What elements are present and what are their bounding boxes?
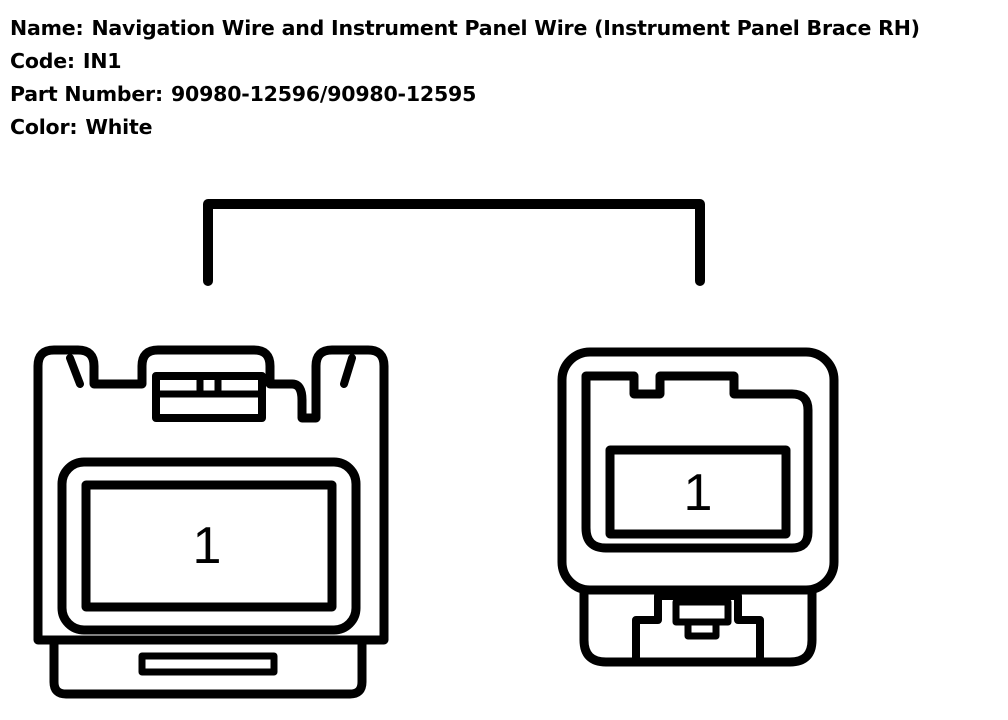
part-number-row: Part Number: 90980-12596/90980-12595	[10, 78, 920, 111]
left-connector-base	[49, 635, 367, 699]
name-row: Name: Navigation Wire and Instrument Pane…	[10, 12, 920, 45]
name-value: Navigation Wire and Instrument Panel Wir…	[91, 16, 920, 40]
color-row: Color: White	[10, 111, 920, 144]
code-value: IN1	[82, 49, 122, 73]
left-connector: 1	[33, 345, 389, 699]
right-inner-outline	[581, 371, 813, 553]
left-pin-number: 1	[193, 517, 222, 575]
right-lock-housing	[579, 585, 817, 667]
right-pin-number: 1	[684, 464, 713, 522]
connection-bracket	[203, 199, 705, 286]
part-number-value: 90980-12596/90980-12595	[170, 82, 477, 106]
right-lock-slot	[684, 618, 720, 640]
right-terminal-window	[605, 445, 791, 539]
left-cavity-frame	[57, 457, 361, 635]
code-label: Code:	[10, 49, 75, 73]
name-label: Name:	[10, 16, 84, 40]
left-latch-mark	[66, 354, 84, 388]
left-terminal-window	[81, 480, 337, 612]
code-row: Code: IN1	[10, 45, 920, 78]
left-base-tab	[138, 652, 278, 676]
right-latch-mark	[340, 354, 356, 388]
left-lock-tab-slot	[196, 372, 222, 398]
connector-info: Name: Navigation Wire and Instrument Pane…	[10, 12, 920, 144]
left-connector-housing	[33, 345, 389, 645]
color-label: Color:	[10, 115, 78, 139]
right-lock-shape	[632, 592, 764, 666]
left-lock-tab	[152, 372, 266, 422]
right-connector-housing	[557, 347, 839, 595]
part-number-label: Part Number:	[10, 82, 163, 106]
color-value: White	[85, 115, 153, 139]
right-connector: 1	[557, 347, 839, 667]
